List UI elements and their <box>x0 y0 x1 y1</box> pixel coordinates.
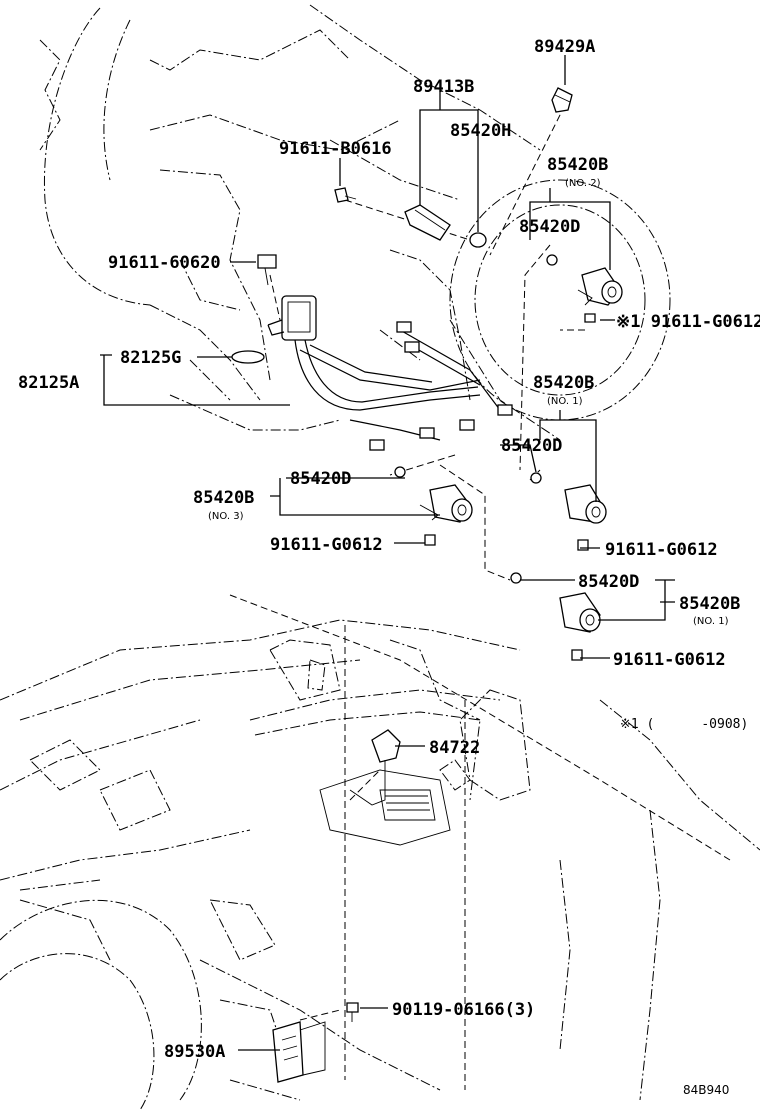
wire-harness <box>267 295 513 451</box>
label-85420B-no3: 85420B <box>193 488 254 508</box>
label-91611-G0612-c: 91611-G0612 <box>613 650 726 670</box>
part-91611B0616-bolt <box>334 187 357 203</box>
leader-lines <box>100 55 675 1051</box>
label-84722: 84722 <box>429 738 480 758</box>
label-85420D-b: 85420D <box>501 436 562 456</box>
transmission-outline <box>39 4 671 441</box>
diagram-code: 84B940 <box>683 1083 729 1097</box>
label-91611-G0612-b: 91611-G0612 <box>605 540 718 560</box>
label-82125A: 82125A <box>18 373 79 393</box>
label-no3: (NO. 3) <box>208 511 244 522</box>
part-89429A-sensor <box>551 87 573 113</box>
label-89413B: 89413B <box>413 77 474 97</box>
footnote: ※1 ( -0908) <box>620 717 748 732</box>
part-labels: 89429A 89413B 85420H 91611-B0616 85420B … <box>18 37 760 1097</box>
label-90119-06166: 90119-06166(3) <box>392 1000 535 1020</box>
label-85420B-no1-a: 85420B <box>533 373 594 393</box>
label-85420D-d: 85420D <box>578 572 639 592</box>
assembly-lines <box>229 104 731 1090</box>
part-85420B-no2-solenoid <box>546 254 623 323</box>
part-85420B-no3-solenoid <box>394 466 473 546</box>
label-85420D-a: 85420D <box>519 217 580 237</box>
label-no1-a: (NO. 1) <box>547 396 583 407</box>
label-91611-G0612-star: ※1 91611-G0612 <box>616 312 760 332</box>
label-85420B-no1-b: 85420B <box>679 594 740 614</box>
label-91611-60620: 91611-60620 <box>108 253 221 273</box>
label-91611-G0612-a: 91611-G0612 <box>270 535 383 555</box>
part-85420B-no1-solenoid-upper <box>530 472 607 551</box>
label-82125G: 82125G <box>120 348 181 368</box>
part-85420H-oring <box>469 232 487 248</box>
label-91611-B0616: 91611-B0616 <box>279 139 392 159</box>
part-89530A-module <box>272 1021 326 1083</box>
label-89429A: 89429A <box>534 37 595 57</box>
label-85420D-c: 85420D <box>290 469 351 489</box>
label-no1-b: (NO. 1) <box>693 616 729 627</box>
label-85420B-no2: 85420B <box>547 155 608 175</box>
part-91611-60620-bolt <box>257 254 277 286</box>
part-89413B-sensor <box>404 204 451 241</box>
part-90119-bolt <box>346 1002 359 1022</box>
label-no2: (NO. 2) <box>565 178 601 189</box>
label-89530A: 89530A <box>164 1042 225 1062</box>
label-85420H: 85420H <box>450 121 511 141</box>
part-82125G-gasket <box>231 350 265 364</box>
vehicle-interior <box>0 619 760 1111</box>
